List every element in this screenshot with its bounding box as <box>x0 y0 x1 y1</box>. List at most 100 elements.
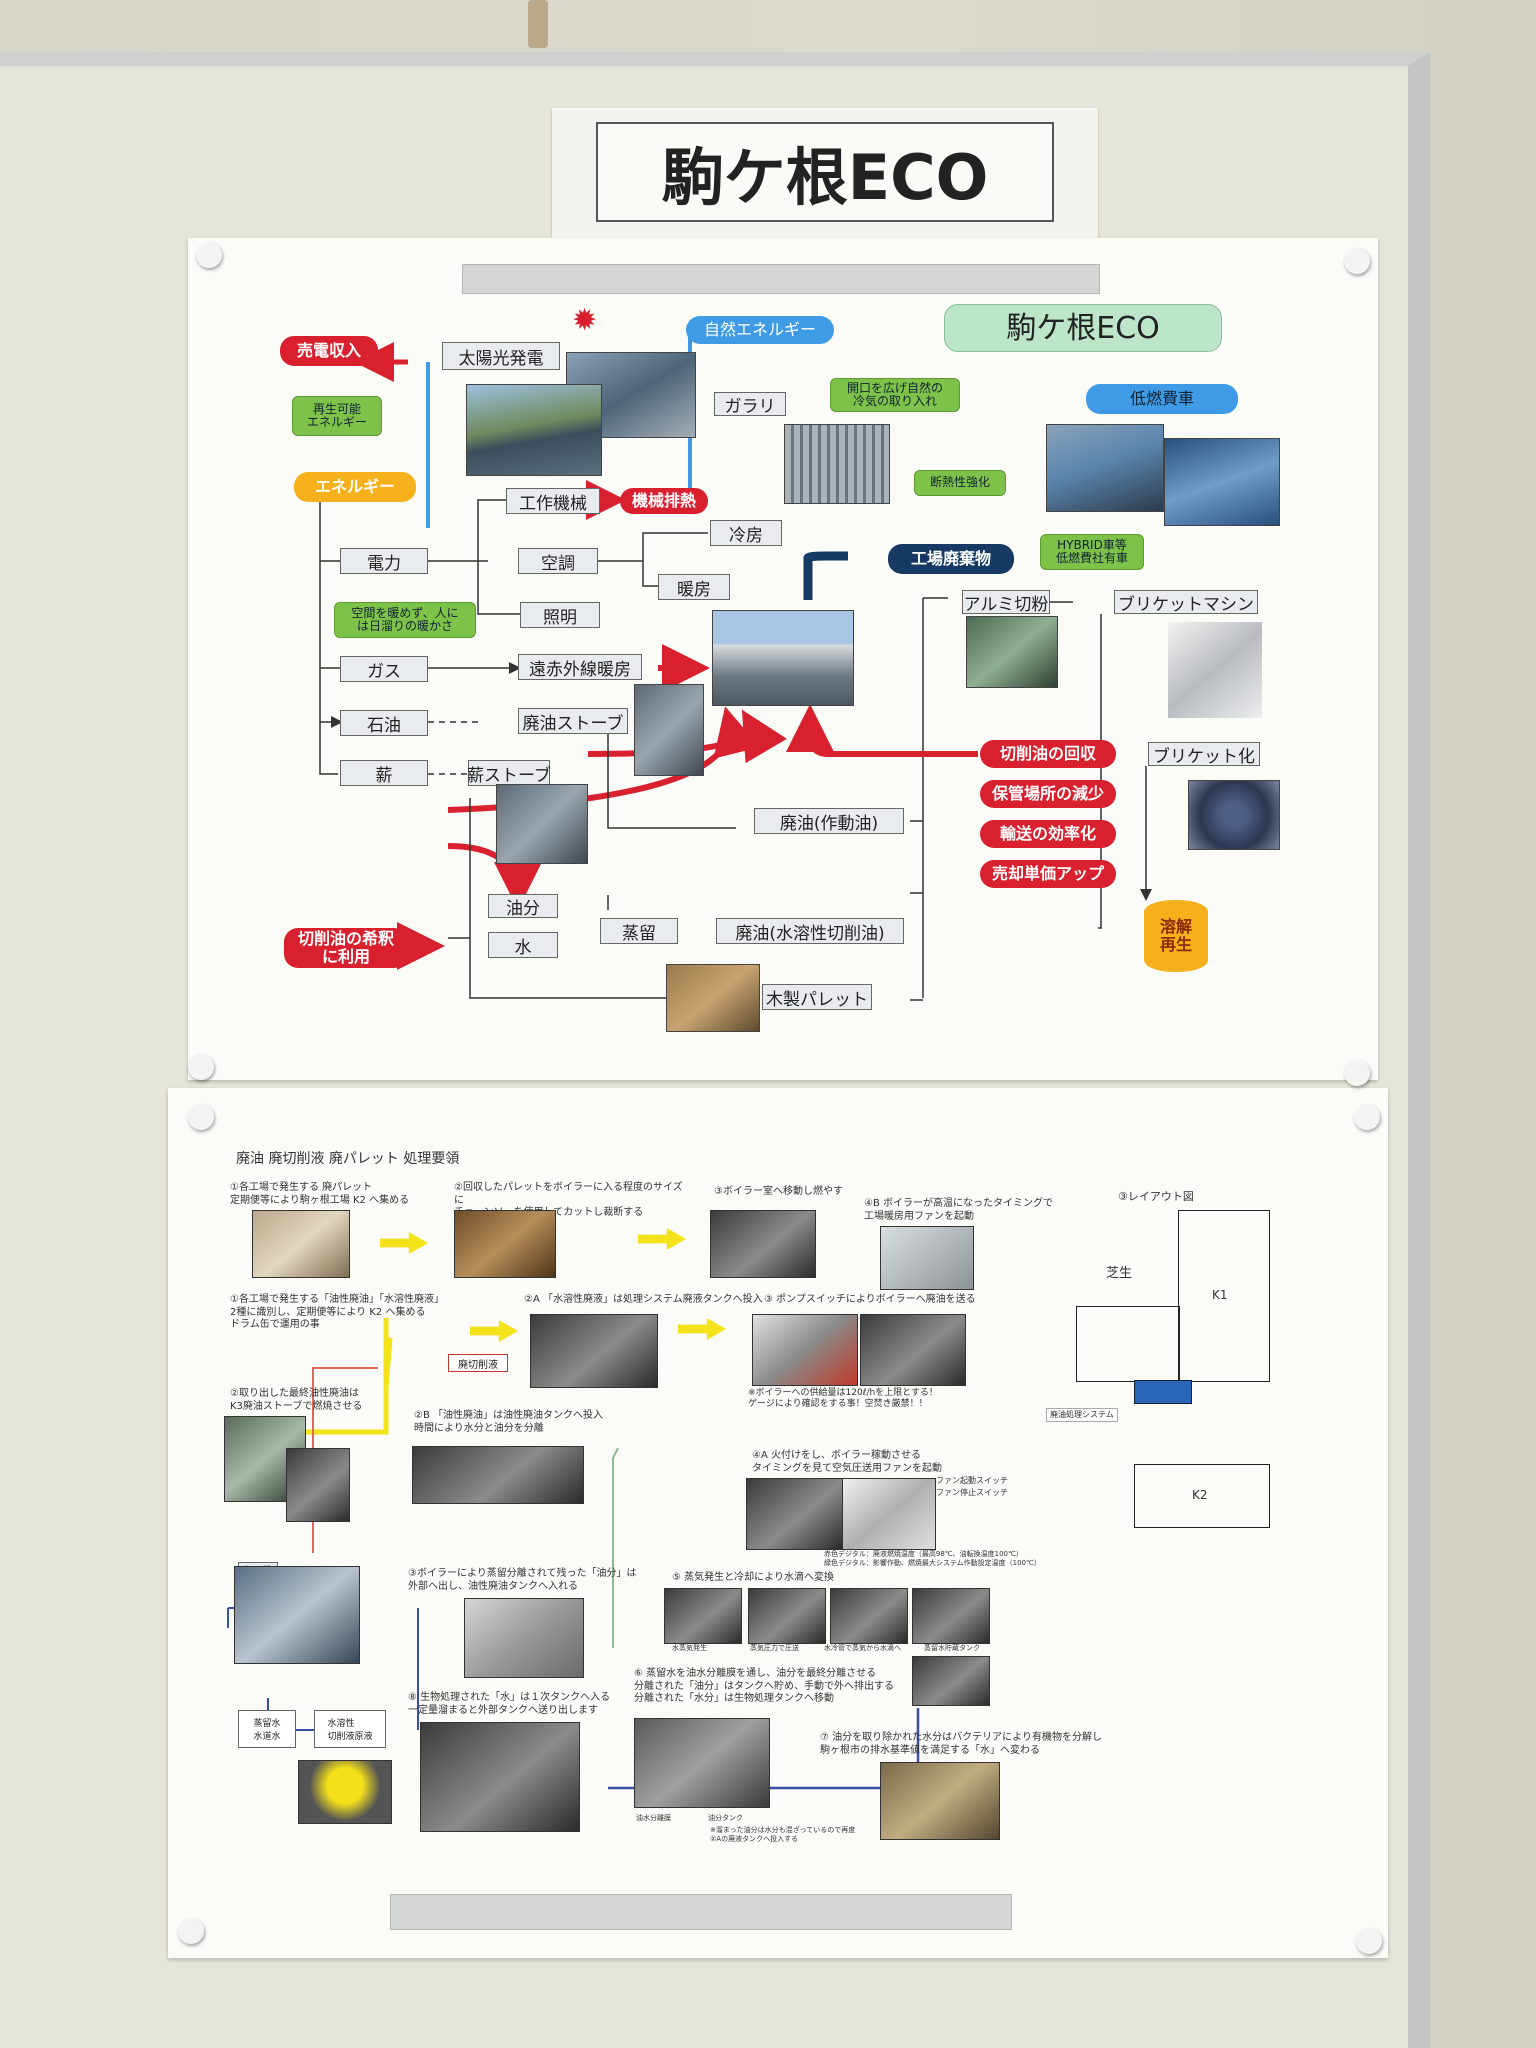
node-gas: ガス <box>340 656 428 682</box>
factory-building-photo <box>712 610 854 706</box>
wall-hook <box>528 0 548 48</box>
oil-system-label: 廃油処理システム <box>1046 1408 1118 1422</box>
step-5-steam: ⑤ 蒸気発生と冷却により水滴へ変換 <box>672 1572 834 1583</box>
process-poster: 廃油 廃切削液 廃パレット 処理要領 ①各工場で発生する 廃パレット 定期便等に… <box>168 1088 1388 1958</box>
node-firewood: 薪 <box>340 760 428 786</box>
pushpin <box>188 1104 214 1130</box>
processing-machine-photo <box>234 1566 360 1664</box>
step-2-final-oil: ②取り出した最終油性廃油は K3廃油ストーブで燃焼させる <box>230 1388 363 1412</box>
fan-stop-label: ファン停止スイッチ <box>936 1488 1008 1497</box>
node-aircon: 空調 <box>518 548 598 574</box>
step-2b-oil-tank: ②B 「油性廃油」は油性廃油タンクへ投入 時間により水分と油分を分離 <box>414 1410 604 1434</box>
steam-photo-4 <box>912 1588 990 1644</box>
steam-caption-1: 水蒸気発生 <box>672 1644 707 1652</box>
k2-building <box>1134 1464 1270 1528</box>
membrane-photo <box>634 1718 770 1808</box>
sign-title: 駒ケ根ECO <box>596 122 1054 222</box>
lawn-area <box>1076 1306 1180 1382</box>
prius-photo <box>1046 424 1164 512</box>
step-7-bacteria: ⑦ 油分を取り除かれた水分はバクテリアにより有機物を分解し 駒ヶ根市の排水基準値… <box>820 1732 1102 1756</box>
fan-switch-photo <box>842 1478 936 1550</box>
node-machine-heat: 機械排熱 <box>620 488 708 514</box>
pushpin <box>1344 248 1370 274</box>
node-hybrid: HYBRID車等 低燃費社有車 <box>1040 534 1144 570</box>
pushpin <box>196 242 222 268</box>
node-machine-tools: 工作機械 <box>506 488 600 514</box>
node-hydraulic-oil: 廃油(作動油) <box>754 808 904 834</box>
node-factory-waste: 工場廃棄物 <box>888 544 1014 574</box>
bottom-hanging-strip <box>390 1894 1012 1930</box>
node-insulation: 断熱性強化 <box>914 470 1006 496</box>
lawn-label: 芝生 <box>1106 1266 1133 1281</box>
pallet-stack-photo <box>252 1210 350 1278</box>
node-briquetting: ブリケット化 <box>1148 742 1260 767</box>
node-open-note: 開口を広げ自然の 冷気の取り入れ <box>830 378 960 412</box>
node-melt: 溶解 再生 <box>1144 900 1208 972</box>
pump-photo-a <box>752 1314 858 1386</box>
node-solar: 太陽光発電 <box>442 342 560 370</box>
title-sign: 駒ケ根ECO <box>552 108 1098 238</box>
k2-label: K2 <box>1192 1488 1208 1502</box>
separator-photo <box>464 1598 584 1678</box>
step-4b-fan: ④B ボイラーが高温になったタイミングで 工場暖房用ファンを起動 <box>864 1198 1054 1222</box>
distilled-water-label: 蒸留水 水道水 <box>238 1710 296 1748</box>
oil-tank-photo <box>412 1446 584 1504</box>
sun-icon: ✹ <box>572 303 598 338</box>
node-lighting: 照明 <box>520 602 600 628</box>
steam-caption-2: 蒸気圧力で圧送 <box>750 1644 799 1652</box>
pushpin <box>178 1918 204 1944</box>
control-panel-photo <box>746 1478 844 1550</box>
node-space-note: 空間を暖めず、人に は日溜りの暖かさ <box>334 602 476 638</box>
node-cutting-oil-recovery: 切削油の回収 <box>980 740 1116 768</box>
pushpin <box>1356 1928 1382 1954</box>
natural-energy-label: 自然エネルギー <box>686 316 834 344</box>
steam-caption-3: 水冷管で蒸気から水滴へ <box>824 1644 901 1652</box>
tank-note: ※溜まった油分は水分も混ざっているので再度 ②Aの廃液タンクへ投入する <box>710 1826 856 1843</box>
node-electricity: 電力 <box>340 548 428 574</box>
pushpin <box>1344 1060 1370 1086</box>
oil-stove-photo-2 <box>286 1448 350 1522</box>
yellow-tank-photo <box>298 1760 392 1824</box>
pushpin <box>188 1054 214 1080</box>
k1-building <box>1178 1210 1270 1382</box>
node-heating: 暖房 <box>658 574 730 600</box>
pump-photo-b <box>860 1314 966 1386</box>
steam-photo-3 <box>830 1588 908 1644</box>
temp-note: 赤色デジタル：廃液燃焼温度（最高98℃、油転換温度100℃） 緑色デジタル：影響… <box>824 1550 1041 1567</box>
poster-title: 駒ケ根ECO <box>944 304 1222 352</box>
node-energy: エネルギー <box>294 472 416 502</box>
step-6-membrane: ⑥ 蒸留水を油水分離膜を通し、油分を最終分離させる 分離された「油分」はタンクへ… <box>634 1668 894 1704</box>
node-cooling: 冷房 <box>710 520 782 546</box>
node-pallet: 木製パレット <box>762 984 872 1010</box>
pallet-photo <box>666 964 760 1032</box>
solar-field-photo <box>466 384 602 476</box>
node-water: 水 <box>488 932 558 958</box>
steam-caption-4: 蒸留水貯蔵タンク <box>924 1644 980 1652</box>
refuel-note: ※ボイラーへの供給量は120ℓ/hを上限とする！ ゲージにより確認をする事！空焚… <box>748 1388 938 1410</box>
step-4a-ignite: ④A 火付けをし、ボイラー稼動させる タイミングを見て空気圧送用ファンを起動 <box>752 1450 942 1474</box>
k1-label: K1 <box>1212 1288 1228 1302</box>
steam-photo-5 <box>912 1656 990 1706</box>
briquette-photo <box>1188 780 1280 850</box>
wood-stove-photo <box>496 784 588 864</box>
node-distill: 蒸留 <box>600 918 678 944</box>
water-soluble-cutting-label: 水溶性 切削液原液 <box>314 1710 386 1748</box>
node-kerosene: 石油 <box>340 710 428 736</box>
step-2a-water-soluble: ②A 「水溶性廃液」は処理システム廃液タンクへ投入 <box>524 1294 763 1305</box>
aluminum-photo <box>966 616 1058 688</box>
node-renewable: 再生可能 エネルギー <box>292 396 382 436</box>
node-far-ir: 遠赤外線暖房 <box>518 654 642 680</box>
oil-system-marker <box>1134 1380 1192 1404</box>
node-transport: 輸送の効率化 <box>980 820 1116 848</box>
node-aluminum: アルミ切粉 <box>962 590 1050 615</box>
step-3-separate: ③ボイラーにより蒸留分離されて残った「油分」は 外部へ出し、油性廃油タンクへ入れ… <box>408 1568 637 1592</box>
low-fuel-label: 低燃費車 <box>1086 384 1238 414</box>
bacteria-tank-photo <box>880 1762 1000 1840</box>
step-1-pallet: ①各工場で発生する 廃パレット 定期便等により駒ヶ根工場 K2 へ集める <box>230 1182 410 1206</box>
pushpin <box>1354 1104 1380 1130</box>
briquette-machine-photo <box>1168 622 1262 718</box>
step-1-oil: ①各工場で発生する「油性廃油」「水溶性廃液」 2種に識別し、定期便等により K2… <box>230 1294 444 1330</box>
node-dilution: 切削油の希釈 に利用 <box>284 928 408 968</box>
step-8-bio: ⑧ 生物処理された「水」は１次タンクへ入る 一定量溜まると外部タンクへ送り出しま… <box>408 1692 611 1716</box>
boiler-room-photo <box>710 1210 816 1278</box>
